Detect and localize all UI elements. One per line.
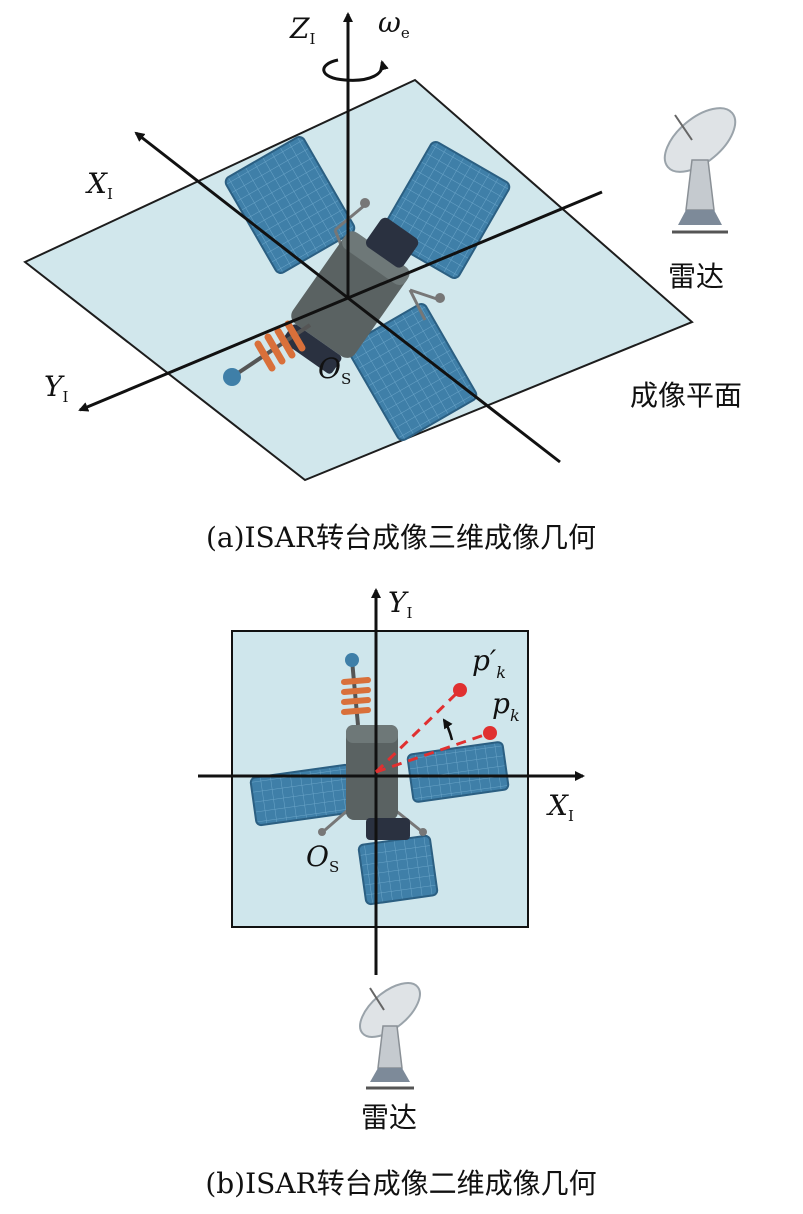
y-axis-negative	[347, 190, 603, 300]
satellite-icon-2d	[249, 653, 510, 906]
x-axis-negative	[347, 296, 561, 464]
point-pk-prime-label: p′k	[472, 644, 506, 682]
satellite-icon	[223, 136, 511, 441]
ray-pk-prime	[374, 688, 462, 774]
imaging-plane-label: 成像平面	[630, 379, 742, 412]
x-axis	[134, 131, 349, 300]
x-axis-label: XI	[85, 167, 113, 203]
point-pk	[483, 726, 497, 740]
ray-pk	[375, 731, 491, 774]
caption-b: (b)ISAR转台成像二维成像几何	[205, 1167, 596, 1200]
omega-label: ωe	[378, 6, 410, 42]
origin-label: OS	[318, 352, 351, 388]
caption-a: (a)ISAR转台成像三维成像几何	[206, 521, 596, 554]
origin-label-2d: OS	[306, 840, 339, 876]
z-axis-label: ZI	[289, 12, 315, 48]
point-pk-prime	[453, 683, 467, 697]
y-axis-label: YI	[44, 370, 68, 406]
panel-b: YI XI OS p′k pk 雷达 (b)ISAR转台成像二维成像几何	[198, 586, 597, 1200]
radar-label-b: 雷达	[361, 1101, 417, 1134]
point-pk-label: pk	[492, 687, 520, 725]
y-axis-label-2d: YI	[388, 586, 412, 622]
radar-dish-icon	[663, 107, 737, 234]
radar-dish-icon-2d	[359, 982, 421, 1090]
rotation-arrow-icon	[322, 58, 389, 82]
y-axis	[78, 296, 349, 412]
x-axis-label-2d: XI	[546, 789, 574, 825]
rotation-arrow-2d-icon	[442, 718, 454, 741]
panel-a: ZI ωe XI YI OS 雷达 成像平面 (a)ISAR转台成像三维成像几何	[23, 6, 742, 554]
radar-label-a: 雷达	[668, 260, 724, 293]
